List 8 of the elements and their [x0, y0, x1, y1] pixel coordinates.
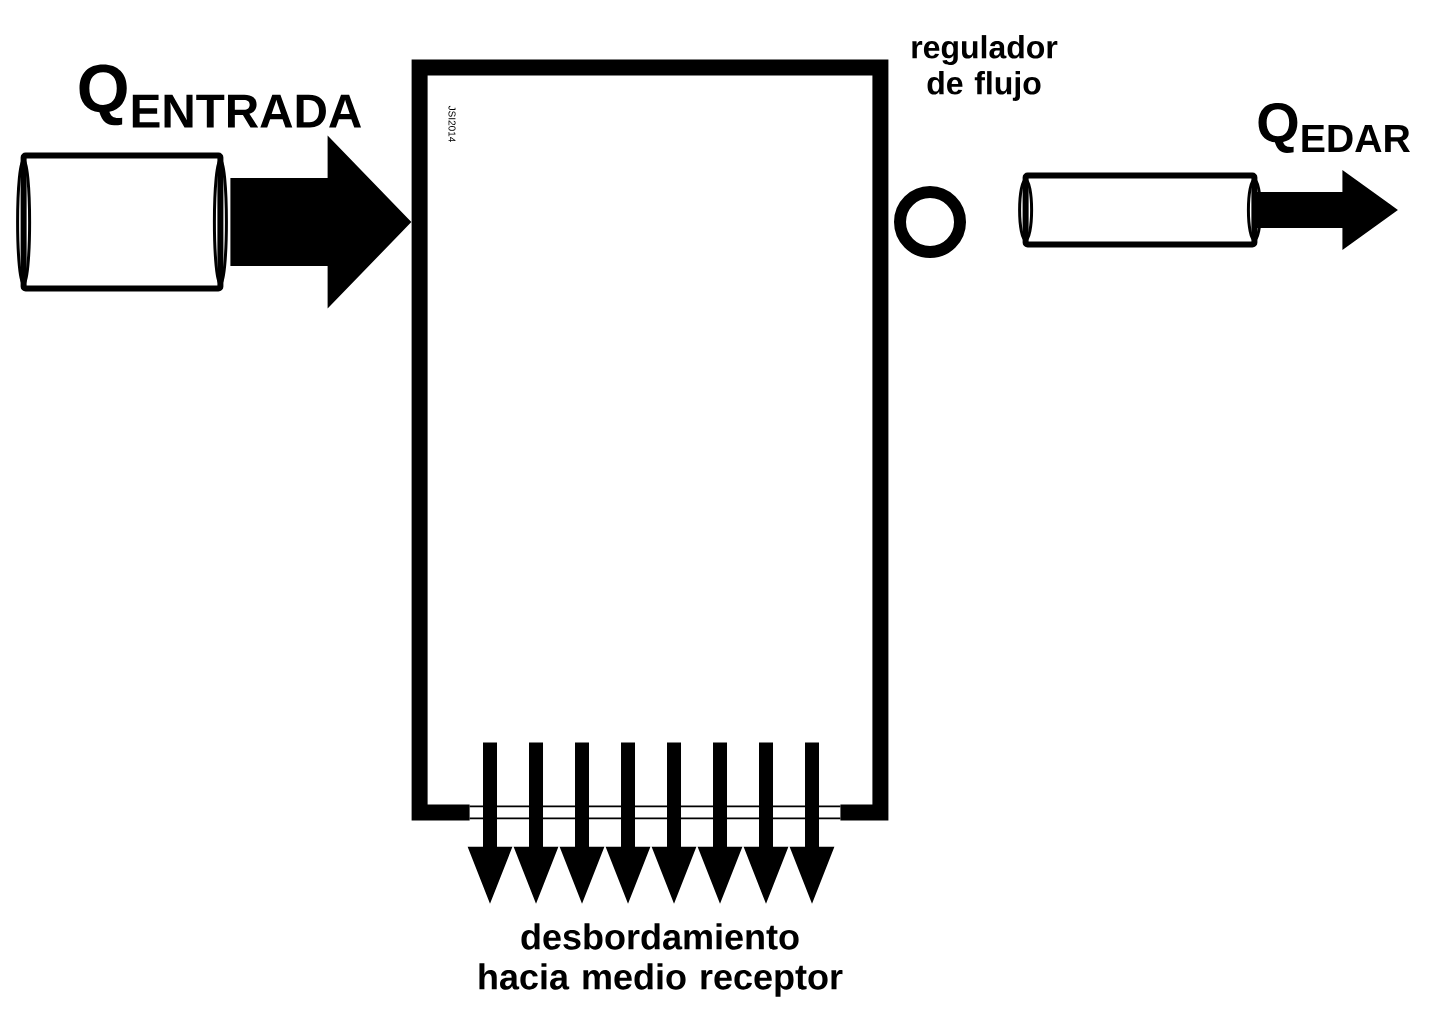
pipe	[16, 152, 228, 292]
flow-label: Q$_{EDAR}$	[1258, 102, 1410, 154]
caption-text: desbordamiento hacia medio receptor	[479, 923, 843, 997]
regulator-label: regulador de flujo	[912, 35, 1058, 101]
flow-label: Q$_{ENTRADA}$	[79, 64, 361, 128]
tank	[411, 59, 889, 821]
pipe	[1018, 172, 1262, 248]
flow-regulator-ring	[894, 186, 966, 258]
